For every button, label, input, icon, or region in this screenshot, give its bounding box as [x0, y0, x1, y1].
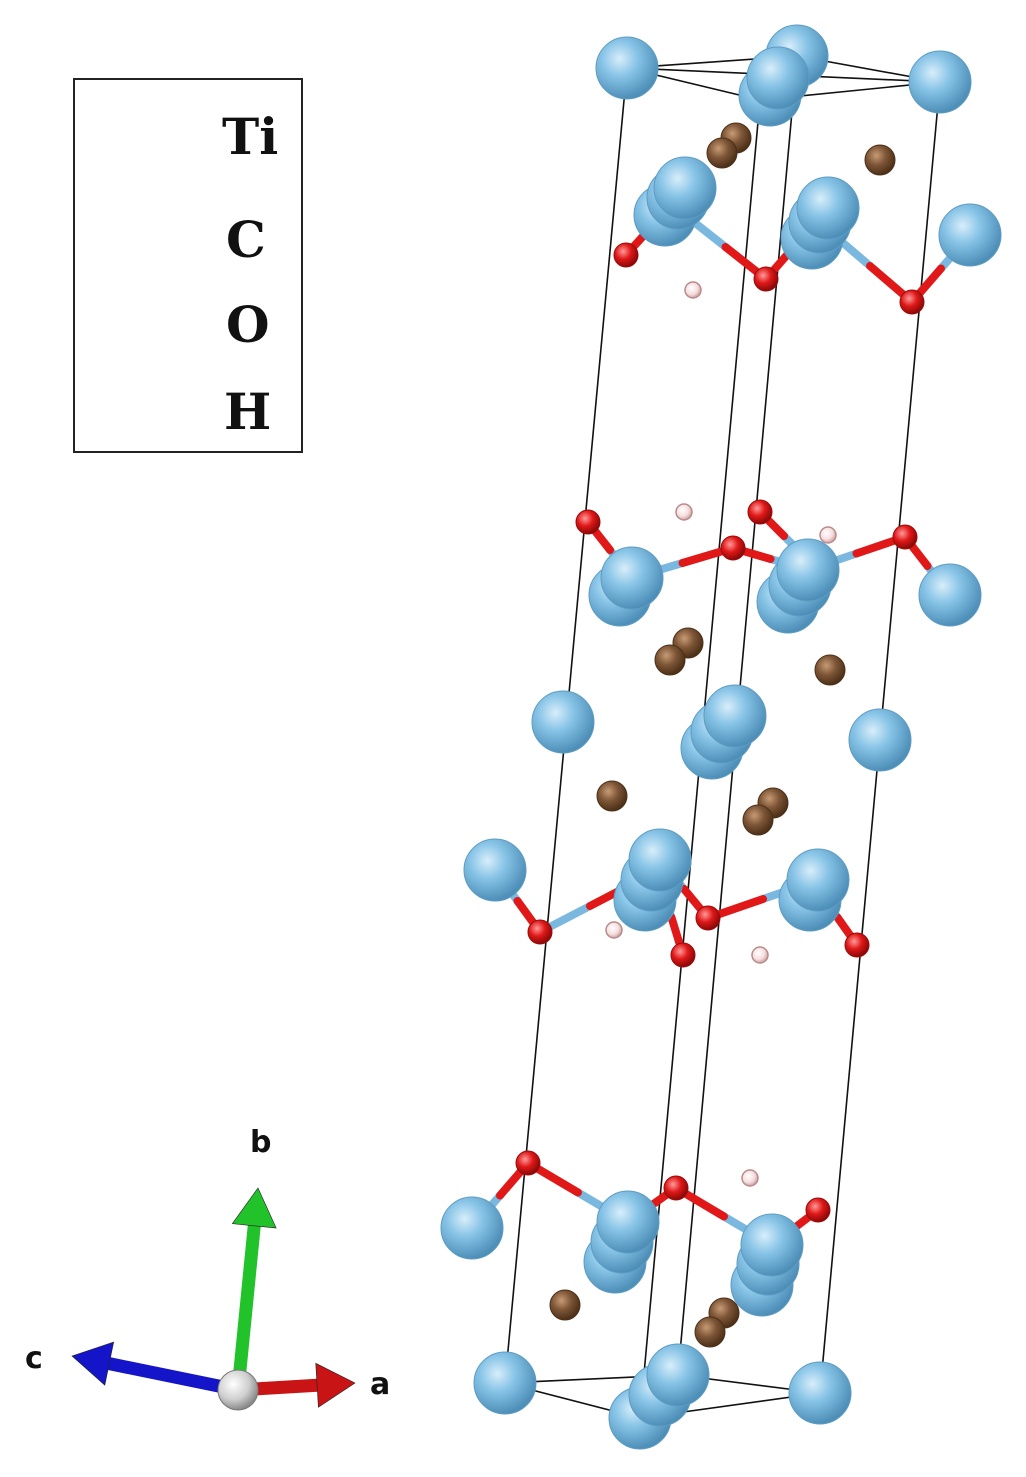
- ti-atom: [646, 1343, 710, 1407]
- h-atom: [819, 526, 837, 544]
- h-atom: [741, 1169, 759, 1187]
- ti-atom: [776, 538, 840, 602]
- h-atom: [684, 281, 702, 299]
- legend-label-h: H: [224, 382, 272, 441]
- ti-atom: [848, 708, 912, 772]
- o-atom: [844, 932, 870, 958]
- c-atom: [596, 780, 628, 812]
- c-atom: [864, 144, 896, 176]
- c-atom: [654, 644, 686, 676]
- ti-atom: [596, 1190, 660, 1254]
- ti-atom: [908, 50, 972, 114]
- o-atom: [613, 242, 639, 268]
- o-atom: [663, 1175, 689, 1201]
- legend-label-o: O: [226, 295, 270, 354]
- legend-label-ti: Ti: [222, 107, 279, 166]
- o-atom: [805, 1197, 831, 1223]
- o-atom: [527, 919, 553, 945]
- o-atom: [892, 524, 918, 550]
- o-atom: [899, 289, 925, 315]
- ti-atom: [473, 1351, 537, 1415]
- o-atom: [695, 905, 721, 931]
- ti-atom: [740, 1213, 804, 1277]
- o-atom: [575, 509, 601, 535]
- axis-origin-sphere: [217, 1369, 259, 1411]
- ti-atom: [653, 156, 717, 220]
- ti-atom: [746, 46, 810, 110]
- c-atom: [694, 1316, 726, 1348]
- ti-atom: [703, 684, 767, 748]
- h-atom: [675, 503, 693, 521]
- o-atom: [515, 1150, 541, 1176]
- c-atom: [742, 804, 774, 836]
- ti-atom: [786, 848, 850, 912]
- h-atom: [605, 921, 623, 939]
- o-atom: [753, 266, 779, 292]
- ti-atom: [600, 546, 664, 610]
- h-atom: [751, 946, 769, 964]
- axis-c-arrow-shaft: [102, 1357, 245, 1397]
- ti-atom: [918, 563, 982, 627]
- axis-triad: [71, 1187, 356, 1411]
- o-atom: [747, 499, 773, 525]
- legend: [73, 78, 303, 453]
- o-atom: [670, 942, 696, 968]
- ti-atom: [595, 36, 659, 100]
- c-atom: [814, 654, 846, 686]
- ti-atom: [796, 176, 860, 240]
- ti-atom: [440, 1196, 504, 1260]
- atoms: [440, 24, 1002, 1450]
- axis-label-c: c: [25, 1341, 43, 1376]
- axis-c-arrow-head: [71, 1341, 115, 1386]
- axis-b-arrow-head: [231, 1187, 277, 1229]
- ti-atom: [938, 203, 1002, 267]
- axis-a-arrow-head: [315, 1362, 356, 1408]
- ti-atom: [628, 828, 692, 892]
- ti-atom: [531, 690, 595, 754]
- c-atom: [706, 137, 738, 169]
- axis-label-b: b: [250, 1125, 272, 1160]
- axis-b-arrow-shaft: [231, 1219, 261, 1397]
- ti-atom: [788, 1361, 852, 1425]
- o-atom: [720, 535, 746, 561]
- ti-atom: [463, 838, 527, 902]
- axis-label-a: a: [370, 1367, 391, 1402]
- c-atom: [549, 1289, 581, 1321]
- legend-label-c: C: [226, 210, 266, 269]
